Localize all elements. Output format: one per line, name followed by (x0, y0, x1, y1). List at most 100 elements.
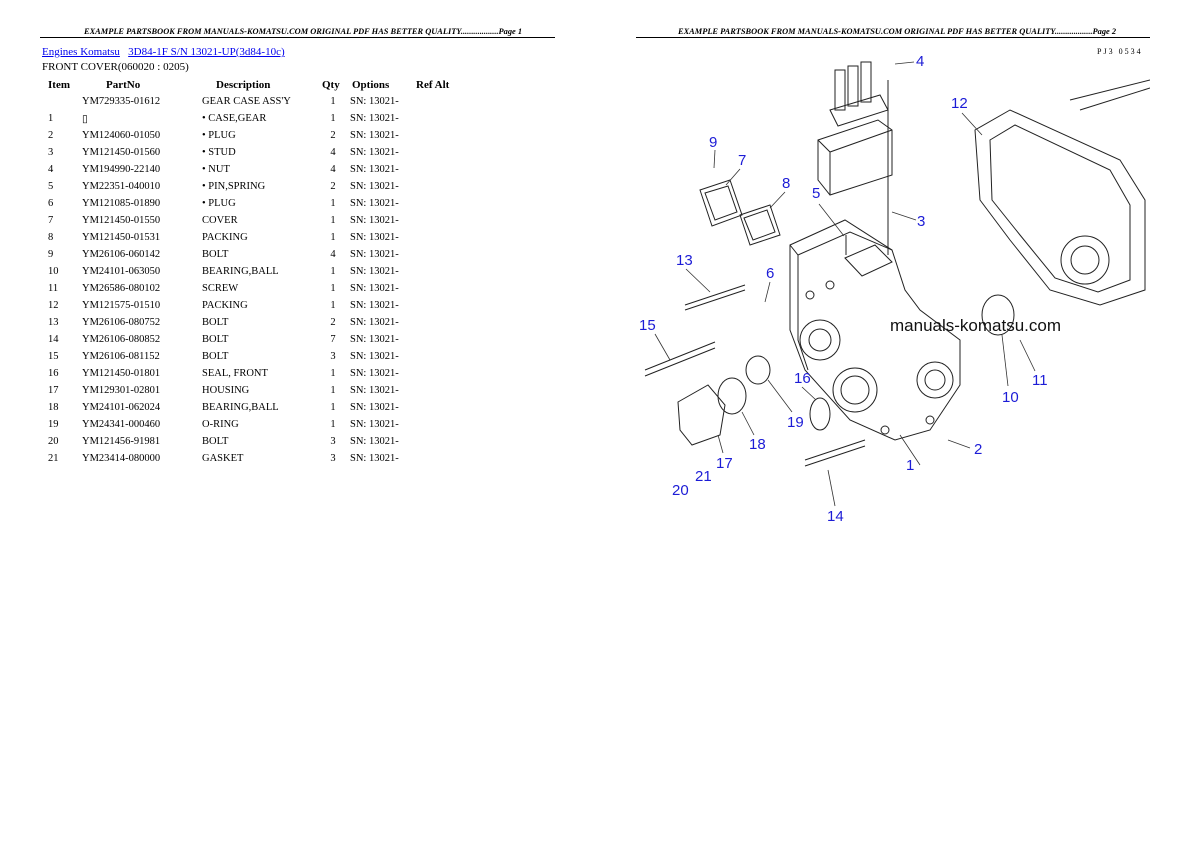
cell-item: 6 (48, 198, 54, 209)
cell-options: SN: 13021- (350, 164, 399, 175)
cell-qty: 4 (330, 147, 336, 158)
cell-qty: 4 (330, 164, 336, 175)
cell-description: GEAR CASE ASS'Y (202, 96, 291, 107)
parts-table: Item PartNo Description Qty Options Ref … (42, 76, 453, 467)
callout-1: 1 (906, 457, 914, 474)
cell-qty: 3 (330, 436, 336, 447)
breadcrumb-link-engines[interactable]: Engines Komatsu (42, 46, 120, 58)
cell-description: BOLT (202, 351, 229, 362)
cell-partno: YM26106-060142 (82, 249, 161, 260)
callout-18: 18 (749, 436, 766, 453)
bearing-10-illustration (981, 294, 1015, 336)
header-rule-left (40, 37, 555, 38)
callout-15: 15 (639, 317, 656, 334)
cell-ref-alt (412, 93, 453, 110)
bolt-15-illustration (644, 341, 716, 377)
cell-qty: 1 (330, 215, 336, 226)
cell-item: 3 (48, 147, 54, 158)
callout-19: 19 (787, 414, 804, 431)
cell-ref-alt (412, 263, 453, 280)
cell-ref-alt (412, 144, 453, 161)
o-ring-illustration (745, 355, 771, 385)
cell-options: SN: 13021- (350, 232, 399, 243)
cell-ref-alt (412, 297, 453, 314)
cell-qty: 1 (330, 300, 336, 311)
section-title: FRONT COVER(060020 : 0205) (42, 61, 189, 73)
cell-ref-alt (412, 331, 453, 348)
cell-partno: YM26106-080852 (82, 334, 161, 345)
packing-illustration (739, 204, 781, 246)
column-header-ref-alt: Ref Alt (416, 78, 450, 91)
cell-description: • PLUG (202, 198, 236, 209)
callout-12: 12 (951, 95, 968, 112)
cell-partno: YM121450-01531 (82, 232, 161, 243)
cell-partno: YM124060-01050 (82, 130, 161, 141)
cell-options: SN: 13021- (350, 147, 399, 158)
callout-21: 21 (695, 468, 712, 485)
column-header-item: Item (48, 78, 70, 91)
callout-16: 16 (794, 370, 811, 387)
callout-20: 20 (672, 482, 689, 499)
cell-item: 16 (48, 368, 59, 379)
cell-partno: YM23414-080000 (82, 453, 161, 464)
cell-description: PACKING (202, 300, 248, 311)
cell-description: BOLT (202, 436, 229, 447)
column-header-qty: Qty (322, 78, 340, 91)
cell-ref-alt (412, 314, 453, 331)
bolt-13-illustration (684, 284, 746, 311)
cell-ref-alt (412, 161, 453, 178)
cell-item: 21 (48, 453, 59, 464)
cell-qty: 3 (330, 453, 336, 464)
cell-qty: 1 (330, 419, 336, 430)
cell-options: SN: 13021- (350, 419, 399, 430)
cell-qty: 2 (330, 181, 336, 192)
cell-item: 19 (48, 419, 59, 430)
cell-ref-alt (412, 212, 453, 229)
callout-group: 1 2 3 4 5 6 7 8 9 10 11 12 13 14 15 16 1… (639, 53, 1048, 525)
cell-item: 4 (48, 164, 54, 175)
cell-options: SN: 13021- (350, 368, 399, 379)
cell-options: SN: 13021- (350, 181, 399, 192)
cell-item: 2 (48, 130, 54, 141)
cell-ref-alt (412, 127, 453, 144)
cell-partno: YM129301-02801 (82, 385, 161, 396)
cell-description: • CASE,GEAR (202, 113, 267, 124)
cell-ref-alt (412, 399, 453, 416)
cell-ref-alt (412, 195, 453, 212)
cell-options: SN: 13021- (350, 334, 399, 345)
cell-item: 18 (48, 402, 59, 413)
cell-ref-alt (412, 382, 453, 399)
cell-options: SN: 13021- (350, 300, 399, 311)
callout-10: 10 (1002, 389, 1019, 406)
cell-options: SN: 13021- (350, 96, 399, 107)
cell-partno: YM24101-063050 (82, 266, 161, 277)
cell-partno: YM729335-01612 (82, 96, 161, 107)
cell-options: SN: 13021- (350, 402, 399, 413)
cell-description: • PLUG (202, 130, 236, 141)
breadcrumb-link-model[interactable]: 3D84-1F S/N 13021-UP(3d84-10c) (128, 46, 285, 58)
cell-description: GASKET (202, 453, 244, 464)
cell-description: COVER (202, 215, 238, 226)
cell-qty: 1 (330, 198, 336, 209)
breadcrumb: Engines Komatsu 3D84-1F S/N 13021-UP(3d8… (42, 46, 285, 58)
cell-ref-alt (412, 365, 453, 382)
cell-ref-alt (412, 110, 453, 127)
cell-item (42, 93, 80, 110)
callout-17: 17 (716, 455, 733, 472)
cell-options: SN: 13021- (350, 436, 399, 447)
callout-5: 5 (812, 185, 820, 202)
cell-partno: YM121575-01510 (82, 300, 161, 311)
cell-ref-alt (412, 178, 453, 195)
cell-description: BOLT (202, 249, 229, 260)
cell-ref-alt (412, 280, 453, 297)
callout-3: 3 (917, 213, 925, 230)
header-rule-right (636, 37, 1150, 38)
